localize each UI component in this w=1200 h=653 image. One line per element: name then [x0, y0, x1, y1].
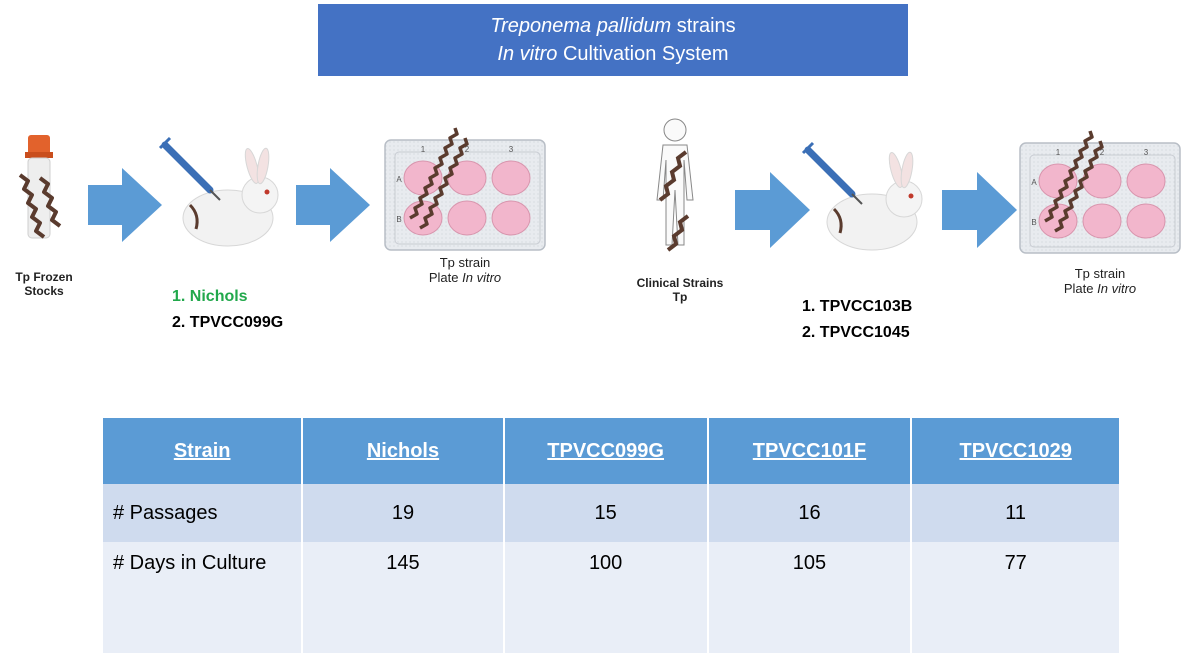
strain-item: 2. TPVCC1045 [802, 324, 910, 341]
culture-plate-icon: 1 2 3A B [1019, 130, 1181, 254]
strain-item: 1. Nichols [172, 288, 248, 305]
title-line-2: In vitro Cultivation System [497, 43, 729, 65]
title-banner: Treponema pallidum strains In vitro Cult… [318, 4, 908, 76]
table-cell: 15 [503, 484, 709, 542]
well-row-label: A [1031, 178, 1037, 187]
spirochete-icon [1054, 140, 1104, 233]
well-row-label: B [1031, 218, 1036, 227]
well-row-label: B [396, 215, 401, 224]
rabbit-icon [826, 151, 923, 251]
well-row-label: A [396, 175, 402, 184]
spirochete-icon [1044, 130, 1094, 223]
well [491, 200, 531, 236]
well-column-label: 1 [421, 145, 426, 154]
table-cell: # Passages [103, 484, 304, 542]
table-row: # Passages 19 15 16 11 [103, 484, 1119, 542]
syringe-icon [801, 141, 863, 205]
table-header-row: Strain Nichols TPVCC099G TPVCC101F TPVCC… [103, 418, 1119, 484]
well [491, 160, 531, 196]
table-header: TPVCC099G [503, 418, 709, 484]
well-column-label: 1 [1056, 148, 1061, 157]
arrow-icon [88, 168, 162, 242]
table-cell: 11 [911, 484, 1119, 542]
table-cell: 19 [302, 484, 505, 542]
culture-table: Strain Nichols TPVCC099G TPVCC101F TPVCC… [103, 418, 1119, 653]
table-header: TPVCC101F [707, 418, 913, 484]
strain-item: 2. TPVCC099G [172, 314, 284, 331]
arrow-icon [735, 172, 810, 248]
arrow-icon [942, 172, 1017, 248]
table-cell: 77 [911, 542, 1119, 653]
strain-item: 1. TPVCC103B [802, 298, 913, 315]
frozen-stock-tube-icon [18, 135, 62, 239]
well [1082, 203, 1122, 239]
workflow-diagram: 1 2 3A B 1 2 3A B [18, 118, 1181, 254]
well [1038, 203, 1078, 239]
syringe-icon [158, 136, 221, 201]
arrow-icon [296, 168, 370, 242]
human-figure-icon [656, 118, 694, 252]
right-strain-list: 1. TPVCC103B 2. TPVCC1045 [802, 294, 912, 346]
left-strain-list: 1. Nichols 2. TPVCC099G [172, 284, 283, 336]
plate-label-right: Tp strain Plate In vitro [1063, 266, 1137, 296]
well-column-label: 2 [1100, 148, 1105, 157]
clinical-strains-label: Clinical Strains Tp [636, 276, 724, 304]
well [1126, 203, 1166, 239]
rabbit-icon [182, 147, 279, 247]
frozen-stocks-label: Tp Frozen Stocks [15, 270, 73, 298]
well [447, 200, 487, 236]
well-column-label: 3 [1144, 148, 1149, 157]
well [403, 200, 443, 236]
title-line-1: Treponema pallidum strains [490, 15, 736, 37]
plate-label-left: Tp strain Plate In vitro [428, 255, 502, 285]
well [1126, 163, 1166, 199]
table-cell: 105 [707, 542, 913, 653]
table-cell: 100 [503, 542, 709, 653]
table-cell: # Days in Culture [103, 542, 304, 653]
culture-plate-icon: 1 2 3A B [384, 127, 546, 251]
table-cell: 145 [302, 542, 505, 653]
table-header: TPVCC1029 [911, 418, 1119, 484]
well-column-label: 3 [509, 145, 514, 154]
table-row: # Days in Culture 145 100 105 77 [103, 542, 1119, 653]
table-header: Nichols [302, 418, 505, 484]
table-cell: 16 [707, 484, 913, 542]
well-column-label: 2 [465, 145, 470, 154]
table-header: Strain [103, 418, 304, 484]
spirochete-icon [409, 127, 459, 220]
spirochete-icon [419, 137, 469, 230]
